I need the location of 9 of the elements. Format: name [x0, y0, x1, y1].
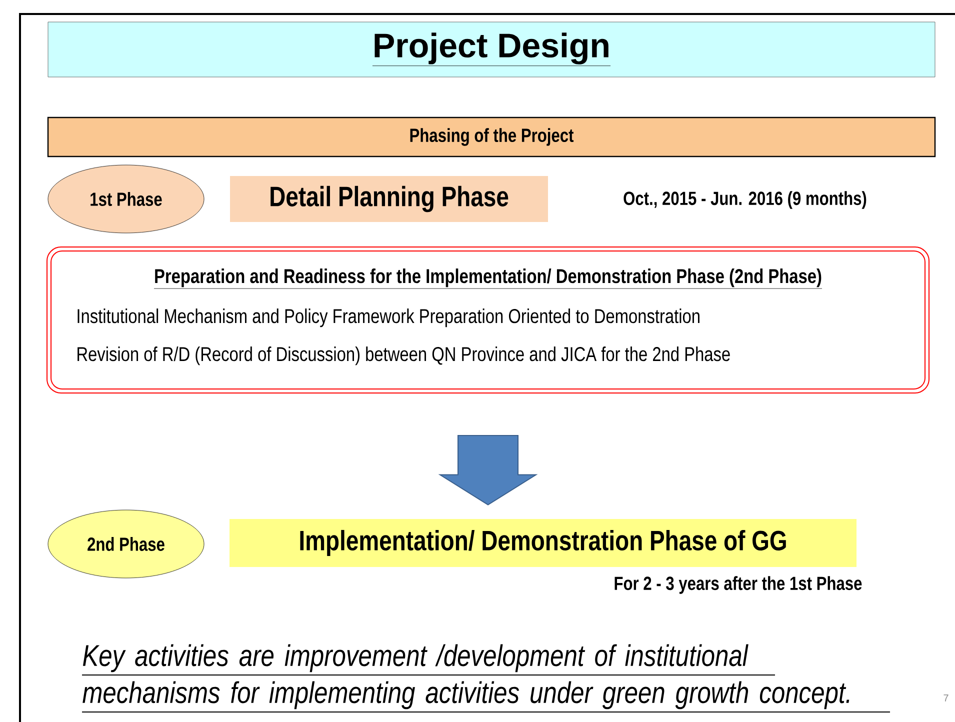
phase-box: Detail Planning Phase — [230, 176, 548, 222]
period-text: Oct., 2015 - Jun. 2016 (9 months) — [624, 191, 866, 209]
key-activities-note: Key activities are improvement /development of institutional mechanisms for implementing activities under green growth concept. — [82, 644, 850, 710]
activity-panel: Preparation and Readiness for the Implementation/ Demonstration Phase (2nd Phase) Institutional Mechanism and Policy Framework Preparation Oriented to Demonstration Revision of R/D (Record of Discussion) between QN Province and JICA for the 2nd Phase — [46, 246, 930, 394]
block-arrow — [438, 435, 538, 506]
header-band: Phasing of the Project — [47, 116, 936, 158]
title-banner: Project Design — [48, 22, 936, 78]
page-number: 7 — [944, 694, 948, 702]
phase-box: Implementation/ Demonstration Phase of GG — [230, 519, 856, 567]
